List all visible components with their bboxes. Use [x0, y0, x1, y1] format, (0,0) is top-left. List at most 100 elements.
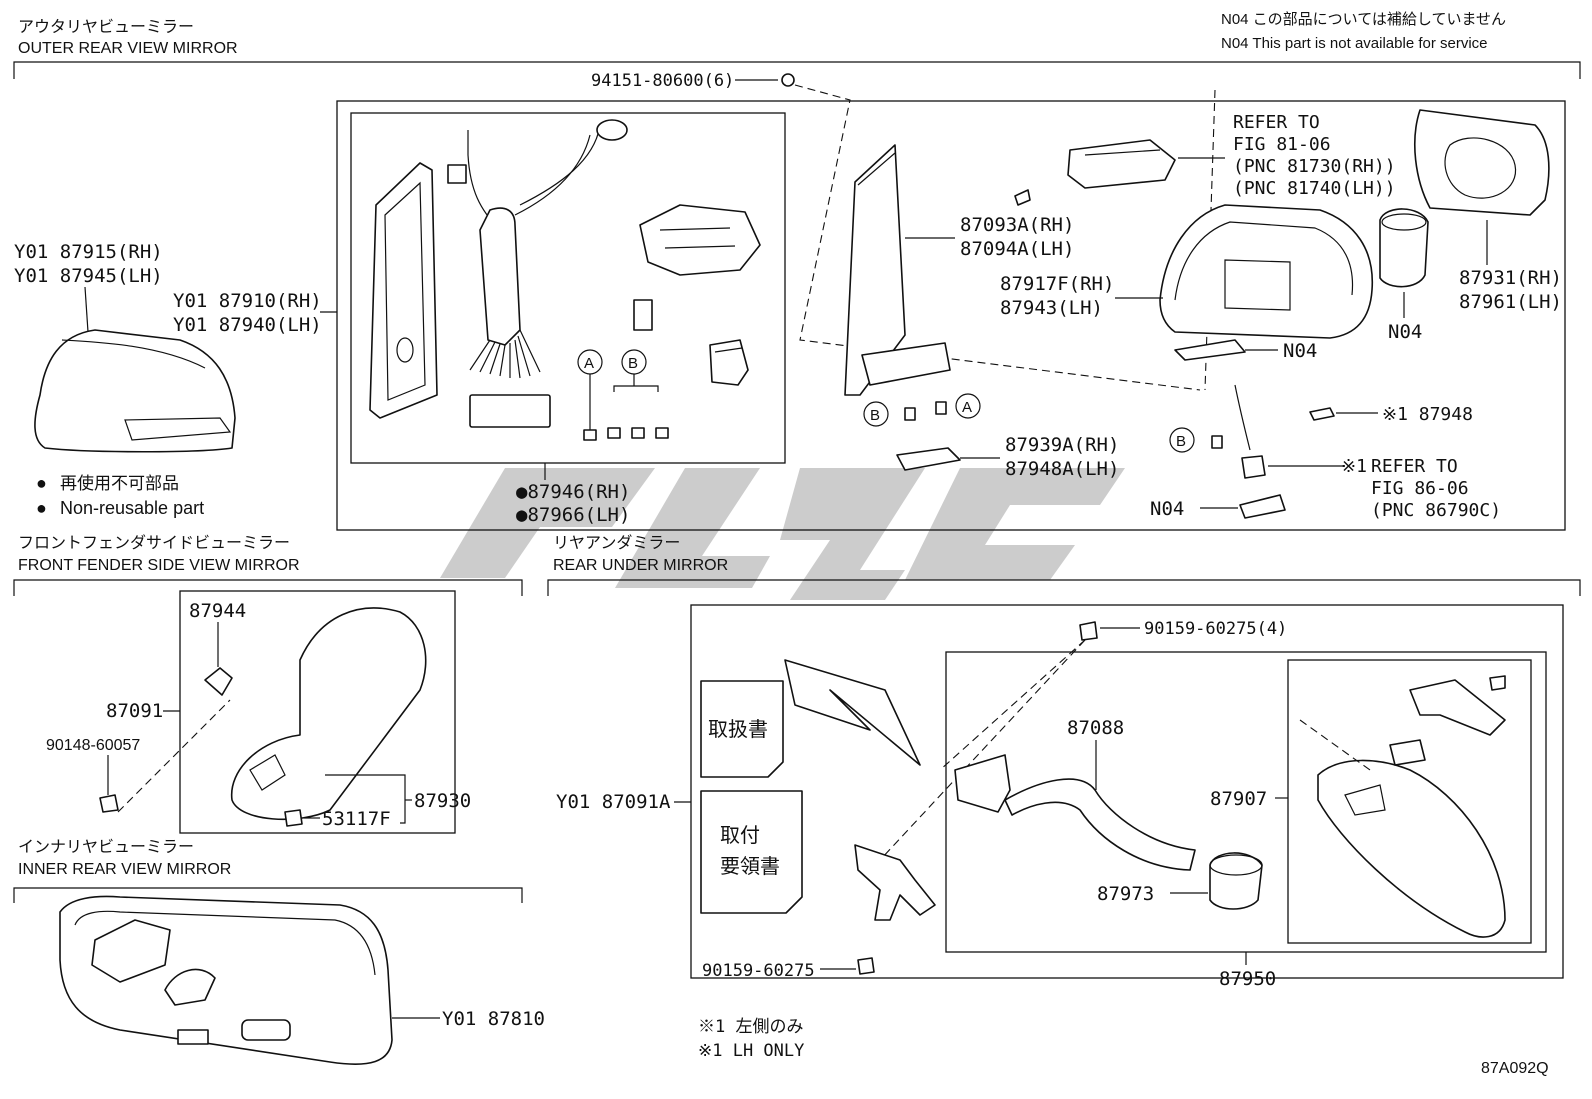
- watermark-logo: [440, 468, 1125, 600]
- cap-87944: [204, 667, 233, 696]
- mirror-motor-n04: [1379, 208, 1429, 288]
- footnote-jp: ※1 左側のみ: [698, 1017, 803, 1037]
- svg-text:A: A: [584, 355, 594, 372]
- bolt-90159-4: [1079, 621, 1098, 641]
- label-refer-b0: ※1: [1341, 456, 1367, 477]
- wire-harness: [447, 119, 628, 428]
- label-90148: 90148-60057: [46, 737, 140, 754]
- puddle-lamp: [1241, 455, 1266, 479]
- label-87961: 87961(LH): [1459, 291, 1562, 313]
- screw-b-outer: [904, 407, 916, 421]
- install-manual-doc: 取付 要領書: [700, 790, 803, 914]
- legend-symbol: ●: [36, 473, 47, 493]
- section-outer-title-jp: アウタリヤビューミラー: [18, 18, 194, 36]
- manual-install-text-2: 要領書: [720, 855, 780, 878]
- cap-87973: [1209, 852, 1263, 910]
- svg-text:B: B: [870, 407, 880, 424]
- section-under-title-en: REAR UNDER MIRROR: [553, 557, 728, 574]
- label-87943: 87943(LH): [1000, 297, 1103, 319]
- label-87945: Y01 87945(LH): [14, 265, 163, 287]
- legend-en: Non-reusable part: [60, 498, 204, 518]
- label-87907: 87907: [1210, 788, 1267, 810]
- callout-b-inner: B: [621, 349, 647, 375]
- label-87094: 87094A(LH): [960, 238, 1074, 260]
- label-87931: 87931(RH): [1459, 267, 1562, 289]
- mirror-stay-87088: [954, 754, 1196, 871]
- label-87940: Y01 87940(LH): [173, 314, 322, 336]
- small-connector: [633, 299, 653, 331]
- section-inner-title-en: INNER REAR VIEW MIRROR: [18, 861, 231, 878]
- mirror-housing-87917: [1159, 204, 1374, 339]
- screws-inner: [583, 427, 669, 441]
- mirror-motor-actuator: [639, 204, 761, 276]
- label-87088: 87088: [1067, 717, 1124, 739]
- section-inner-title-jp: インナリヤビューミラー: [18, 838, 194, 856]
- callout-a-outer: A: [955, 393, 981, 419]
- section-outer-header: アウタリヤビューミラー OUTER REAR VIEW MIRROR: [13, 18, 1581, 79]
- label-87973: 87973: [1097, 883, 1154, 905]
- cover-87939: [896, 447, 961, 471]
- mirror-small-cap: [1489, 675, 1506, 691]
- section-outer-title-en: OUTER REAR VIEW MIRROR: [18, 40, 238, 57]
- inner-mirror-87810: [59, 895, 393, 1065]
- mirror-glass-87093: [844, 144, 951, 396]
- legend-jp: 再使用不可部品: [60, 473, 179, 493]
- section-fender-header: フロントフェンダサイドビューミラー FRONT FENDER SIDE VIEW…: [13, 534, 523, 596]
- screw-a-outer: [935, 401, 947, 415]
- label-refer-a4: (PNC 81740(LH)): [1233, 178, 1396, 199]
- label-87915: Y01 87915(RH): [14, 241, 163, 263]
- label-87939: 87939A(RH): [1005, 434, 1119, 456]
- legend: ● 再使用不可部品 ● Non-reusable part: [36, 473, 204, 518]
- section-fender-title-jp: フロントフェンダサイドビューミラー: [18, 534, 290, 552]
- label-87093: 87093A(RH): [960, 214, 1074, 236]
- harness-kit-box: [350, 112, 786, 464]
- fender-mirror-87930: [230, 607, 427, 821]
- label-n04-b: N04: [1283, 340, 1317, 362]
- label-87930: 87930: [414, 790, 471, 812]
- lamp-screw: [1014, 189, 1031, 206]
- mirror-glass-87931: [1414, 109, 1550, 216]
- label-refer-b2: FIG 86-06: [1371, 478, 1469, 499]
- lens-n04: [1239, 494, 1286, 519]
- service-notice: N04 この部品については補給していません N04 This part is n…: [1221, 11, 1506, 52]
- bolt-94151: [781, 73, 795, 87]
- label-refer-a3: (PNC 81730(RH)): [1233, 156, 1396, 177]
- footnote-en: ※1 LH ONLY: [698, 1041, 804, 1061]
- fender-mirror-box: [179, 590, 456, 834]
- mounting-bracket: [854, 844, 936, 921]
- mirror-cover-87915: [34, 329, 236, 453]
- manual-handling-text: 取扱書: [708, 718, 768, 741]
- mirror-clip: [1389, 739, 1426, 766]
- section-fender-title-en: FRONT FENDER SIDE VIEW MIRROR: [18, 557, 300, 574]
- label-n04-c: N04: [1150, 498, 1184, 520]
- section-inner-header: インナリヤビューミラー INNER REAR VIEW MIRROR: [13, 838, 523, 903]
- legend-symbol-2: ●: [36, 498, 47, 518]
- screw-b-lower: [1211, 435, 1223, 449]
- label-refer-b1: REFER TO: [1371, 456, 1458, 477]
- label-87091a: Y01 87091A: [556, 791, 671, 813]
- notice-jp: N04 この部品については補給していません: [1221, 11, 1506, 28]
- label-87948: ※1 87948: [1382, 404, 1473, 425]
- handling-manual-doc: 取扱書: [700, 680, 784, 778]
- svg-text:B: B: [1176, 433, 1186, 450]
- clip-53117: [284, 809, 303, 827]
- drawing-code: 87A092Q: [1481, 1060, 1549, 1077]
- connector-block: [709, 339, 749, 386]
- label-90159-4: 90159-60275(4): [1144, 619, 1287, 639]
- svg-text:A: A: [962, 399, 972, 416]
- svg-text:B: B: [628, 355, 638, 372]
- label-87950: 87950: [1219, 968, 1276, 990]
- label-87917: 87917F(RH): [1000, 273, 1114, 295]
- label-87966: ●87966(LH): [516, 504, 630, 526]
- callout-a-inner: A: [577, 349, 603, 375]
- section-under-title-jp: リヤアンダミラー: [553, 534, 680, 552]
- label-n04-a: N04: [1388, 321, 1422, 343]
- label-87946: ●87946(RH): [516, 481, 630, 503]
- label-90159: 90159-60275: [702, 961, 815, 981]
- mirror-cover-top: [1409, 679, 1506, 736]
- notice-en: N04 This part is not available for servi…: [1221, 35, 1488, 52]
- label-refer-a2: FIG 81-06: [1233, 134, 1331, 155]
- outer-mirror-assembly-box: [336, 100, 1566, 531]
- template-sheet: [784, 659, 921, 766]
- label-87948a: 87948A(LH): [1005, 458, 1119, 480]
